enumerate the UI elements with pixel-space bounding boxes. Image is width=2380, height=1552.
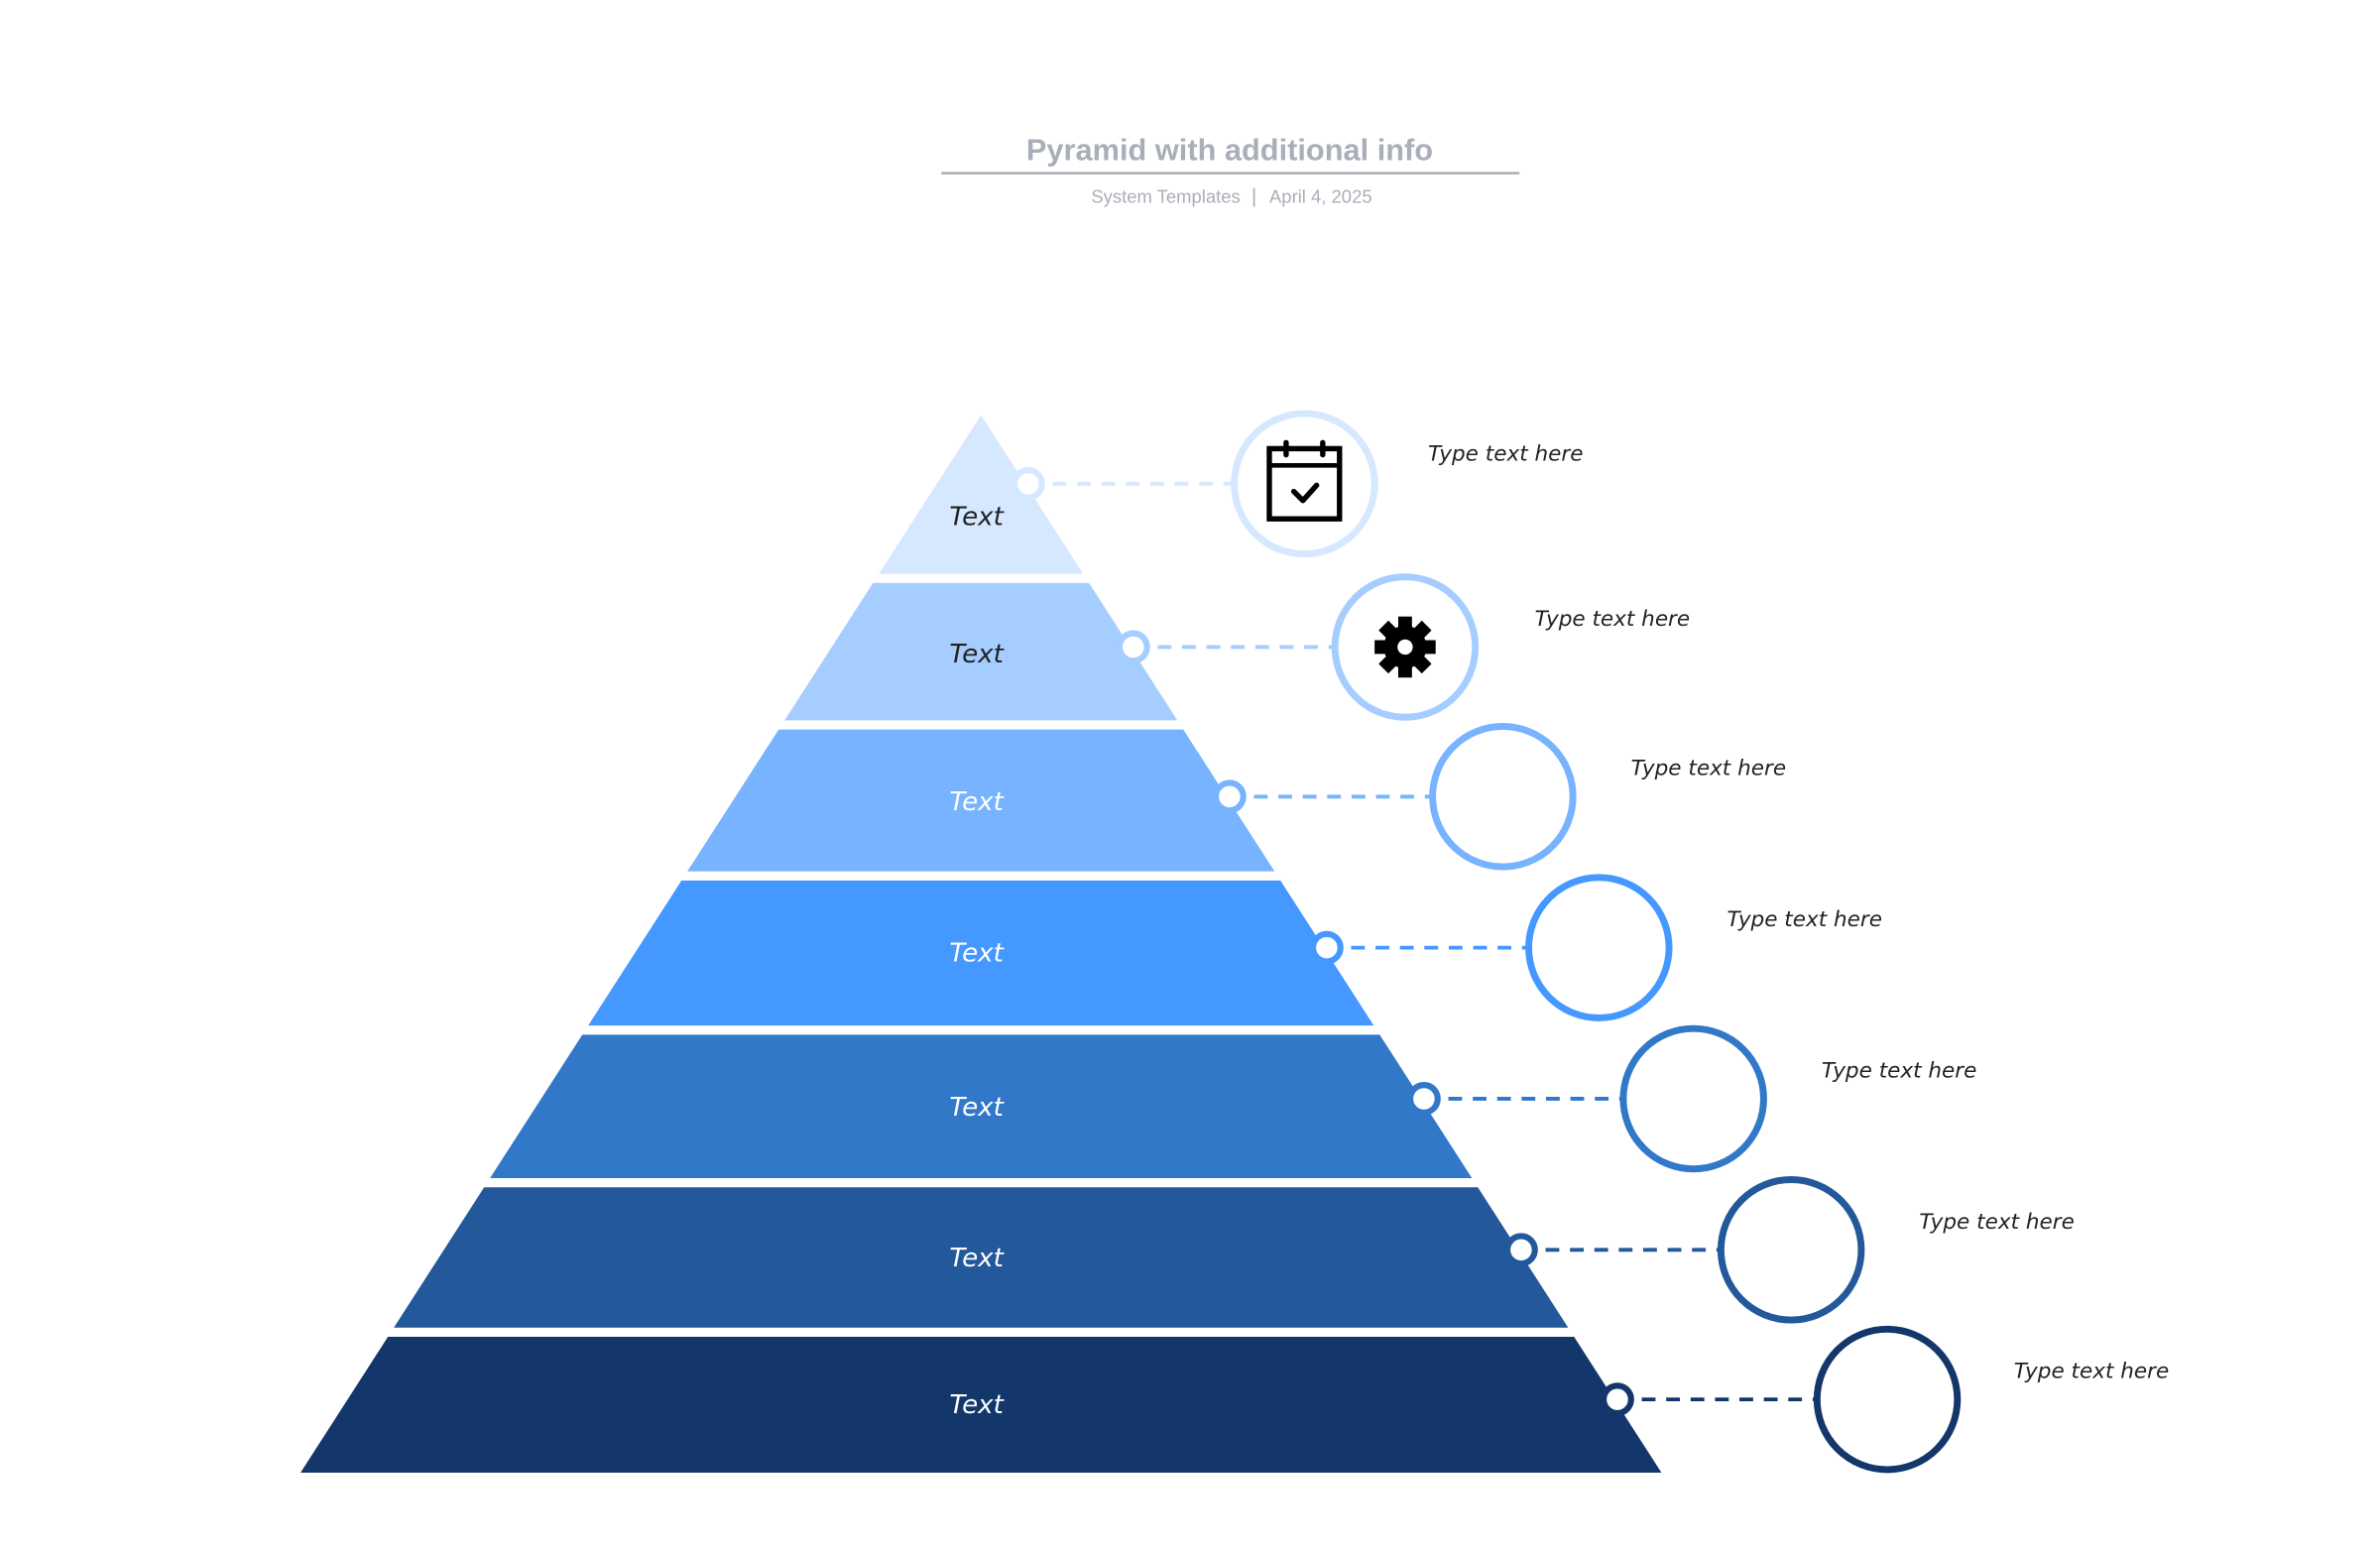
tier-label[interactable]: Text	[949, 1390, 1005, 1420]
pyramid-tier-3[interactable]: Text Type text here	[687, 723, 1786, 872]
tier-shape[interactable]	[687, 729, 1275, 872]
pyramid-tier-7[interactable]: Text Type text here	[300, 1325, 2169, 1474]
info-text[interactable]: Type text here	[2014, 1360, 2169, 1384]
diagram-title[interactable]: Pyramid with additional info	[1026, 133, 1433, 168]
template-date: April 4, 2025	[1269, 186, 1372, 207]
tier-shape[interactable]	[879, 415, 1084, 574]
tier-label[interactable]: Text	[949, 640, 1005, 669]
tier-label[interactable]: Text	[949, 938, 1005, 968]
info-circle[interactable]	[1429, 723, 1577, 871]
tier-shape[interactable]	[300, 1337, 1662, 1473]
connector-dot	[1212, 779, 1247, 814]
connector-dot	[1011, 466, 1045, 501]
header: Pyramid with additional info System Temp…	[941, 133, 1520, 208]
template-source: System Templates	[1091, 186, 1240, 207]
info-circle[interactable]	[1619, 1024, 1767, 1173]
pyramid-tier-2[interactable]: Text Type text here	[784, 573, 1690, 721]
tier-label[interactable]: Text	[949, 502, 1005, 532]
tier-label[interactable]: Text	[949, 787, 1005, 817]
connector-dot	[1116, 630, 1150, 664]
info-circle[interactable]	[1717, 1176, 1865, 1324]
info-text[interactable]: Type text here	[1822, 1058, 1976, 1083]
connector-dot	[1503, 1233, 1538, 1267]
calendar-check-icon	[1266, 439, 1343, 522]
pyramid-tier-4[interactable]: Text Type text here	[588, 874, 1882, 1026]
tier-shape[interactable]	[588, 880, 1374, 1026]
connector-dot	[1406, 1082, 1441, 1116]
info-text[interactable]: Type text here	[1535, 607, 1690, 632]
gear-icon	[1374, 616, 1436, 678]
connector-dot	[1601, 1382, 1634, 1417]
pyramid-tier-5[interactable]: Text Type text here	[490, 1024, 1976, 1178]
pyramid-tier-1[interactable]: Text Type text here	[879, 410, 1583, 574]
info-text[interactable]: Type text here	[1631, 757, 1786, 781]
tier-shape[interactable]	[784, 582, 1178, 721]
tier-label[interactable]: Text	[949, 1244, 1005, 1273]
info-circle[interactable]	[1525, 874, 1673, 1021]
pyramid-tier-6[interactable]: Text Type text here	[394, 1176, 2075, 1328]
info-text[interactable]: Type text here	[1727, 907, 1882, 932]
info-circle[interactable]	[1231, 410, 1378, 558]
info-text[interactable]: Type text here	[1428, 442, 1583, 467]
tier-label[interactable]: Text	[949, 1093, 1005, 1123]
info-text[interactable]: Type text here	[1919, 1210, 2074, 1235]
connector-dot	[1309, 930, 1344, 965]
subtitle-separator: |	[1251, 186, 1256, 208]
tier-shape[interactable]	[490, 1034, 1473, 1178]
tier-shape[interactable]	[394, 1187, 1569, 1328]
info-circle[interactable]	[1813, 1325, 1962, 1474]
